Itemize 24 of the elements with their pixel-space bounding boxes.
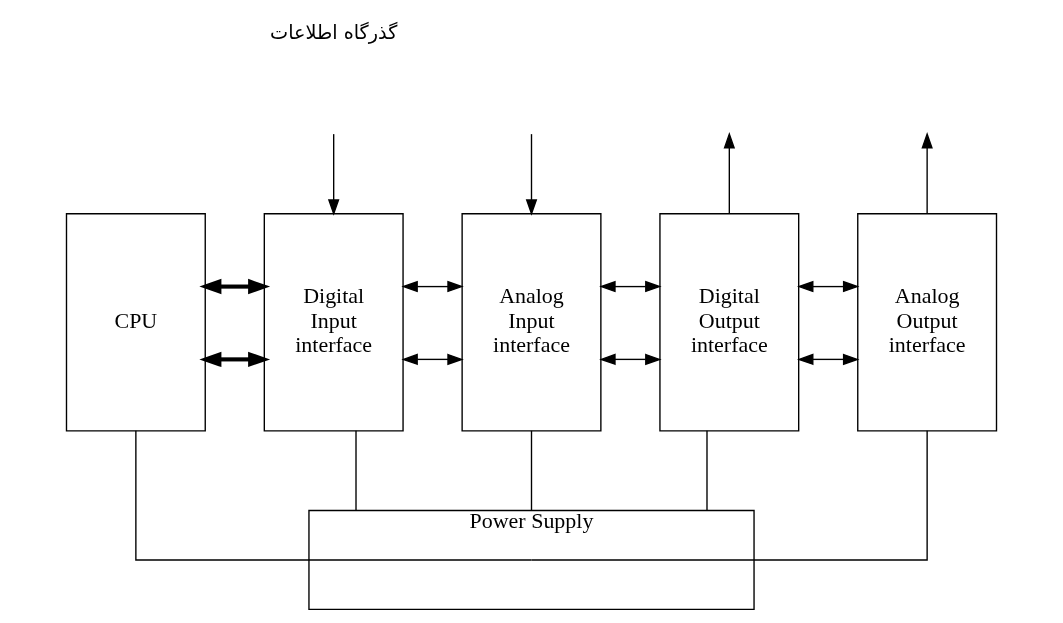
node-box: Analog Input interface bbox=[461, 213, 602, 432]
connector bbox=[355, 430, 357, 512]
node-box: Digital Input interface bbox=[263, 213, 404, 432]
arrow bbox=[525, 133, 538, 216]
arrow bbox=[921, 132, 933, 215]
arrow bbox=[723, 132, 736, 215]
node-box: Power Supply bbox=[308, 509, 755, 611]
arrow bbox=[797, 280, 860, 293]
node-box: Digital Output interface bbox=[659, 213, 800, 432]
node-box: CPU bbox=[65, 213, 206, 432]
arrow bbox=[199, 351, 271, 368]
arrow bbox=[327, 133, 340, 216]
arrow bbox=[797, 353, 860, 366]
arrow bbox=[401, 280, 464, 293]
arrow bbox=[599, 280, 662, 293]
arrow bbox=[401, 353, 464, 366]
connector bbox=[530, 430, 928, 561]
connector bbox=[135, 430, 533, 561]
connector bbox=[530, 430, 533, 512]
arrow bbox=[599, 353, 662, 366]
connector bbox=[706, 430, 708, 512]
label: گذرگاه اطلاعات bbox=[270, 20, 398, 44]
node-box: Analog Output interface bbox=[857, 213, 998, 432]
arrow bbox=[199, 278, 271, 295]
